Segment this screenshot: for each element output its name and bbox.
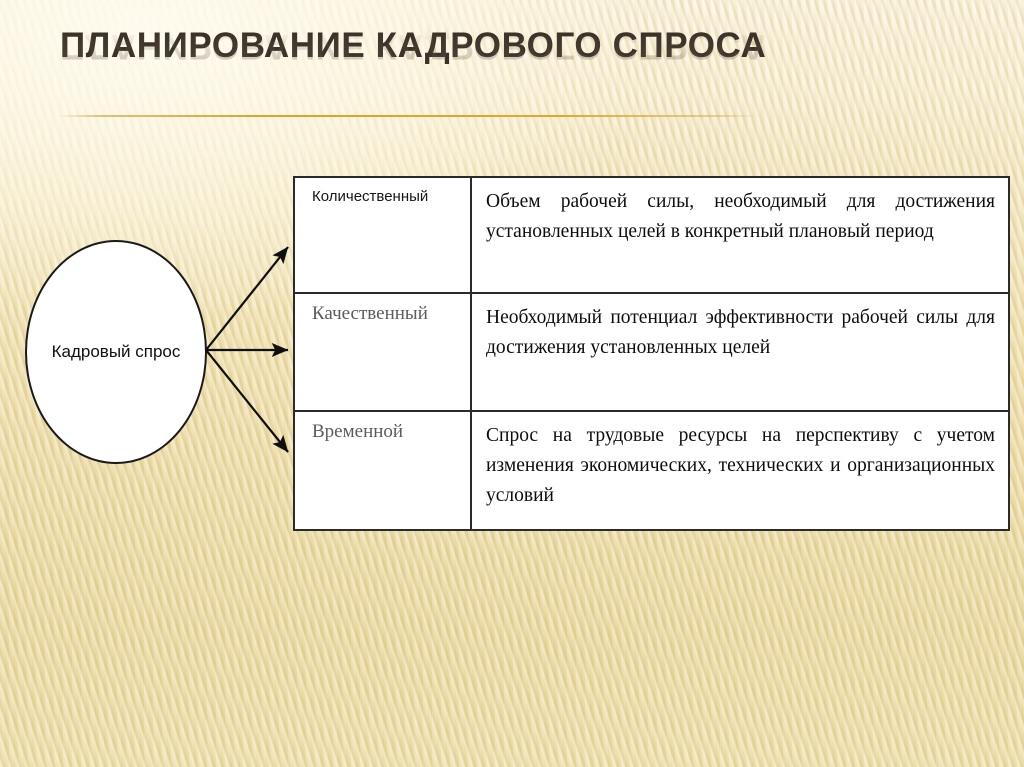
table-cell-label: Количественный	[295, 178, 472, 292]
table-row: Временной Спрос на трудовые ресурсы на п…	[295, 412, 1008, 529]
table-cell-label: Временной	[295, 412, 472, 529]
source-node-label: Кадровый спрос	[51, 342, 181, 361]
row-label-temporal: Временной	[312, 421, 404, 442]
table-cell-description: Необходимый потенциал эффективности рабо…	[472, 294, 1008, 410]
page-title: ПЛАНИРОВАНИЕ КАДРОВОГО СПРОСА	[60, 26, 767, 65]
slide-title-block: ПЛАНИРОВАНИЕ КАДРОВОГО СПРОСА ПЛАНИРОВАН…	[60, 24, 960, 116]
table-row: Количественный Объем рабочей силы, необх…	[295, 178, 1008, 294]
row-description-temporal: Спрос на трудовые ресурсы на перспективу…	[486, 425, 995, 506]
table-cell-description: Спрос на трудовые ресурсы на перспективу…	[472, 412, 1008, 529]
row-description-quantitative: Объем рабочей силы, необходимый для дост…	[486, 191, 995, 242]
row-description-qualitative: Необходимый потенциал эффективности рабо…	[486, 307, 995, 358]
table-row: Качественный Необходимый потенциал эффек…	[295, 294, 1008, 412]
arrow-to-row-1	[205, 246, 289, 351]
source-node-ellipse: Кадровый спрос	[25, 240, 207, 464]
title-divider-rule	[58, 115, 758, 117]
row-label-qualitative: Качественный	[312, 303, 428, 324]
categories-table: Количественный Объем рабочей силы, необх…	[293, 176, 1010, 531]
table-cell-description: Объем рабочей силы, необходимый для дост…	[472, 178, 1008, 292]
table-cell-label: Качественный	[295, 294, 472, 410]
arrow-to-row-3	[205, 349, 289, 453]
row-label-quantitative: Количественный	[312, 188, 429, 205]
